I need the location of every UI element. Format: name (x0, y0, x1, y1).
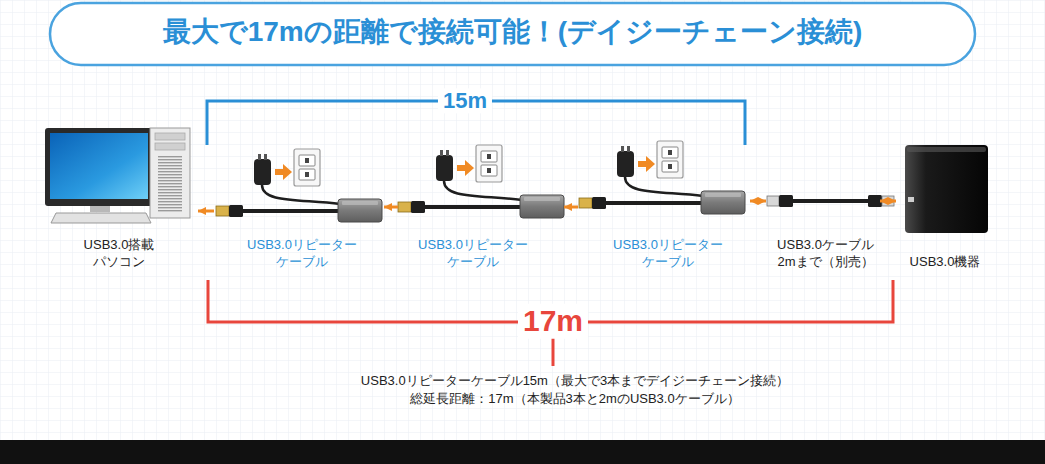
connector-arrow (564, 206, 578, 209)
pc-icon-part (45, 128, 153, 206)
connector-arrow (750, 200, 766, 203)
repeater-cable-1-part (216, 149, 382, 222)
note: USB3.0リピーターケーブル15m（最大で3本までデイジーチェーン接続） (361, 374, 789, 389)
usb-cable-part (793, 199, 868, 203)
node-label: USB3.0搭載 パソコン (84, 236, 155, 270)
repeater-cable-2 (398, 145, 564, 218)
usb-device-part (907, 147, 986, 152)
usb-cable-part (868, 195, 882, 207)
bottom-band (0, 440, 1045, 464)
usb-cable (767, 195, 894, 207)
pc-icon-part (50, 133, 148, 199)
cable-node: USB3.0ケーブル 2mまで（別売） (766, 140, 880, 272)
connector-arrow (198, 210, 214, 213)
repeater-cable-1 (216, 149, 382, 222)
pc-icon (45, 128, 190, 223)
dimension-label: 17m (518, 304, 588, 339)
node-label: USB3.0ケーブル 2mまで（別売） (777, 236, 874, 270)
usb-device (905, 145, 988, 233)
pc-node: USB3.0搭載 パソコン (40, 120, 198, 272)
title-pill (50, 3, 975, 65)
pc-icon-part (150, 128, 190, 218)
repeater-cable-2-part (398, 145, 564, 218)
pc-icon-part (155, 143, 185, 150)
repeater-cable-3-part (579, 141, 745, 214)
node-label: USB3.0機器 (910, 253, 981, 270)
pc-icon-part (90, 206, 110, 212)
connector-arrow (384, 206, 398, 209)
title: 最大で17mの距離で接続可能！(デイジーチェーン接続) (60, 14, 965, 50)
dimension-label: 15m (438, 88, 492, 113)
grid (0, 0, 1045, 440)
background (0, 0, 1045, 440)
cable-node: USB3.0リピーター ケーブル (214, 140, 384, 272)
bracket-17m-part (552, 336, 555, 366)
usb-device-part (908, 197, 914, 202)
cable-node: USB3.0リピーター ケーブル (398, 140, 564, 272)
usb-cable-part (767, 196, 779, 206)
usb-device-part (905, 145, 988, 233)
connector-arrow (880, 200, 896, 203)
node-label: USB3.0リピーター ケーブル (613, 236, 723, 270)
repeater-cable-3 (579, 141, 745, 214)
node-label: USB3.0リピーター ケーブル (247, 236, 357, 270)
cable-node: USB3.0リピーター ケーブル (578, 140, 750, 272)
node-label: USB3.0リピーター ケーブル (418, 236, 528, 270)
pc-icon-part (158, 156, 182, 212)
usb-cable-part (779, 195, 793, 207)
pc-icon-part (155, 133, 185, 140)
note: 総延長距離：17m（本製品3本と2mのUSB3.0ケーブル） (410, 392, 739, 407)
device-node: USB3.0機器 (896, 130, 992, 272)
pc-icon-part (51, 213, 151, 223)
bracket-17m (208, 280, 893, 366)
